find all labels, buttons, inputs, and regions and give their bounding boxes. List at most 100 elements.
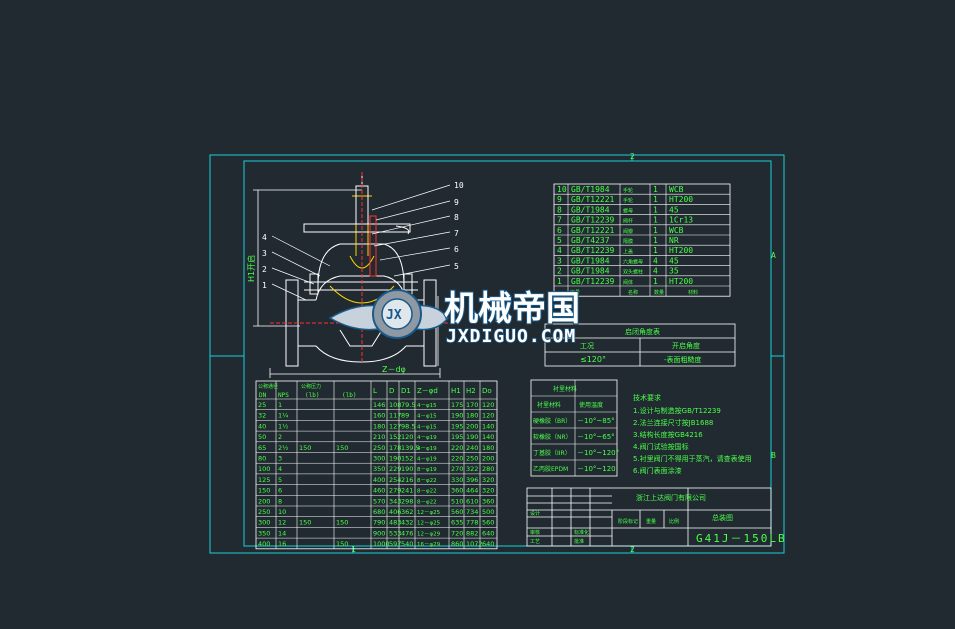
dim-head-6: D1 [401,387,411,395]
dim-row-50-cell-5: 152 [389,433,401,441]
title-cell-process: 工艺 [530,539,540,545]
bom-row-8-cell-0: 8 [557,205,562,214]
dim-row-25-cell-9: 170 [466,401,478,409]
dim-head-5: D [389,387,394,395]
dim-row-200-cell-1: 8 [278,497,282,505]
callout-6: 6 [454,245,459,254]
dim-row-200-cell-9: 610 [466,497,478,505]
dim-row-50-cell-9: 190 [466,433,478,441]
bom-row-3-cell-3: 4 [653,256,658,265]
dim-row-40-cell-7: 4－φ15 [417,424,437,430]
open-angle-table: 启闭角度表 工况 开启角度 ≤120° -表面粗糙度 [544,323,736,367]
lining-head-1: 使用温度 [579,401,603,409]
outer-border [209,154,785,554]
dim-row-300-cell-7: 12－φ25 [417,521,441,527]
dim-row-80-cell-8: 220 [451,455,463,463]
title-cell-scale: 比例 [669,518,679,525]
dim-head-nominal-pressure: 公称压力 [301,383,321,390]
lining-row-1-material: 软橡胶（NR） [533,433,572,441]
dim-row-250-cell-0: 250 [258,508,270,516]
lining-row-3-material: 乙丙胶EPDM [533,465,568,473]
dim-row-25-cell-10: 120 [482,401,494,409]
lining-row-2-temp: －10°~120° [577,449,619,457]
dim-row-25-cell-6: 79.5 [401,401,415,409]
dim-row-40-cell-8: 195 [451,422,463,430]
bom-footer-0: 序号 [570,289,580,296]
bom-row-7-cell-4: 1Cr13 [669,216,693,225]
lining-material-table: 衬里材料衬里材料使用温度硬橡胶（BR）－10°~85°软橡胶（NR）－10°~6… [530,379,619,477]
dim-head-8: H1 [451,387,461,395]
bom-row-6-cell-0: 6 [557,226,562,235]
dim-row-25-cell-1: 1 [278,401,282,409]
bom-row-1-cell-0: 1 [557,277,562,286]
bom-row-10-cell-2: 手轮 [623,187,633,194]
dim-row-65-cell-2: 150 [299,444,311,452]
bom-row-7-cell-2: 阀杆 [623,218,633,225]
dim-row-300-cell-10: 560 [482,519,494,527]
lining-head-0: 衬里材料 [537,401,561,409]
dim-row-50-cell-7: 4－φ19 [417,435,437,441]
dim-row-350-cell-7: 12－φ29 [417,531,441,537]
dim-row-150-cell-9: 464 [466,487,478,495]
dim-row-400-cell-0: 400 [258,540,270,548]
dim-row-40-cell-9: 200 [466,422,478,430]
dim-table-border [255,380,498,550]
lining-row-1-temp: －10°~65° [577,433,615,441]
dim-head-7: Z－φd [417,387,438,395]
dim-row-65-cell-0: 65 [258,444,266,452]
bom-row-9-cell-4: HT200 [669,195,693,204]
dim-row-400-cell-7: 16－φ29 [417,542,441,548]
callout-9: 9 [454,198,459,207]
bom-row-4-cell-4: HT200 [669,246,693,255]
dim-row-50-cell-6: 120 [401,433,413,441]
frame-zone-A: A [771,251,776,260]
dim-row-50-cell-8: 195 [451,433,463,441]
dim-row-25-cell-4: 146 [373,401,385,409]
bom-row-3-cell-2: 六角螺母 [623,258,643,265]
dim-head-4: L [373,387,377,395]
inner-border [243,160,772,547]
dim-row-400-cell-8: 860 [451,540,463,548]
bom-border [553,183,731,297]
dim-row-150-cell-8: 360 [451,487,463,495]
dim-row-25-cell-5: 108 [389,401,401,409]
bom-row-5-cell-3: 1 [653,236,658,245]
dim-row-350-cell-0: 350 [258,529,270,537]
dim-row-65-cell-9: 240 [466,444,478,452]
open-angle-note: -表面粗糙度 [664,355,702,364]
dim-row-400-cell-1: 16 [278,540,286,548]
bom-row-6-cell-3: 1 [653,226,658,235]
dim-row-125-cell-10: 320 [482,476,494,484]
title-model-number: G41J－150LB [696,532,787,545]
dim-row-125-cell-5: 254 [389,476,401,484]
dim-sub-lb-2: (lb) [342,392,356,399]
bom-row-8-cell-2: 螺母 [623,207,633,214]
lining-title: 衬里材料 [553,385,577,393]
bom-row-8-cell-1: GB/T1984 [571,205,610,214]
bom-row-4-cell-2: 上盖 [623,248,633,255]
dim-row-400-cell-10: 640 [482,540,494,548]
callout-7: 7 [454,229,459,238]
bom-row-6-cell-1: GB/T12221 [571,226,615,235]
dim-row-250-cell-4: 680 [373,508,385,516]
dim-row-50-cell-0: 50 [258,433,266,441]
dim-row-32-cell-8: 190 [451,412,463,420]
dim-row-125-cell-0: 125 [258,476,270,484]
bom-row-2-cell-3: 4 [653,267,658,276]
dim-row-200-cell-7: 8－φ22 [417,499,437,505]
bom-row-10-cell-3: 1 [653,185,658,194]
bom-row-1-cell-1: GB/T12239 [571,277,615,286]
bom-footer-2: 数量 [654,289,664,296]
frame-index-top: 2 [630,152,635,161]
dim-row-250-cell-8: 560 [451,508,463,516]
title-cell-approve: 批准 [574,538,584,545]
dim-row-300-cell-9: 778 [466,519,478,527]
valve-section-view: 10 9 8 7 6 5 4 3 2 1 H1开启 Z－dφ [246,172,464,378]
technical-requirements: 技术要求1.设计与制造按GB/T122392.法兰连接尺寸按JB16883.结构… [633,393,752,475]
dim-row-350-cell-4: 900 [373,529,385,537]
bom-row-10-cell-0: 10 [557,185,567,194]
dim-row-350-cell-10: 640 [482,529,494,537]
